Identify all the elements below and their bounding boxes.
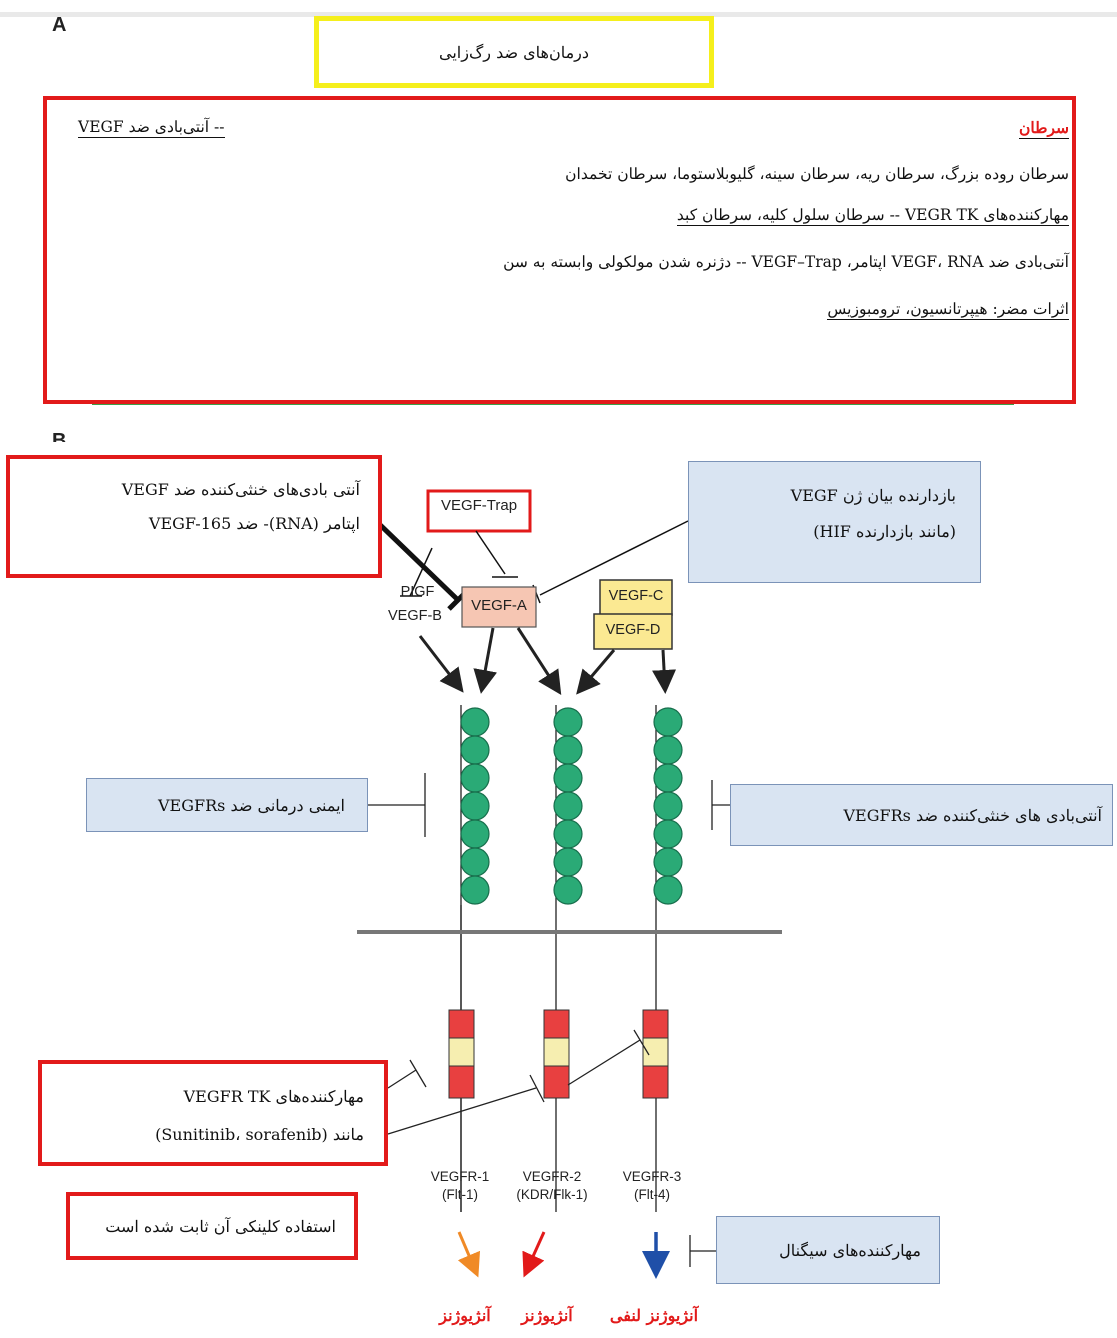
vegf-d-box <box>593 613 673 650</box>
ligand-arrows <box>418 627 677 696</box>
side-effects-line: اثرات مضر: هیپرتانسیون، ترومبوزیس <box>827 300 1069 320</box>
neutralizing-antibodies-text: آنتی‌بادی های خنثی‌کننده ضد VEGFRs <box>843 805 1102 825</box>
clinical-use-text: استفاده کلینکی آن ثابت شده است <box>105 1216 336 1236</box>
immunotherapy-box: ایمنی درمانی ضد VEGFRs <box>86 778 368 832</box>
pigf-label: PIGF <box>400 584 435 600</box>
gene-expression-box: بازدارنده بیان ژن VEGF (مانند بازدارنده … <box>688 461 981 583</box>
panel-a-letter: A <box>52 14 67 36</box>
antibodies-box: آنتی بادی‌های خنثی‌کننده ضد VEGF اپتامر … <box>6 455 382 578</box>
receptor-1-name: VEGFR-1 <box>430 1169 490 1184</box>
receptor-3-alias: (Flt-4) <box>634 1187 670 1202</box>
anti-vegf-note-text: -- آنتی‌بادی ضد VEGF <box>78 118 225 138</box>
receptor-label-2: VEGFR-2 (KDR/Flk-1) <box>502 1168 602 1204</box>
tk-line-1: مهارکننده‌های VEGFR TK <box>183 1087 364 1106</box>
vegf-b-label: VEGF-B <box>388 608 442 624</box>
gene-line-2: (مانند بازدارنده HIF) <box>813 522 956 541</box>
vegf-c-label: VEGF-C <box>608 588 664 604</box>
vegf-trap-box <box>426 489 532 533</box>
cancer-heading-text: سرطان <box>1019 118 1069 139</box>
antibodies-line-2: اپتامر (RNA)- ضد VEGF-165 <box>148 514 360 533</box>
panel-a-info-box <box>43 96 1076 404</box>
receptor-vegfr2 <box>543 705 583 1212</box>
panel-b-letter: B <box>52 430 67 442</box>
vegf-a-box <box>461 586 537 628</box>
tk-inhibition-lines <box>387 1029 650 1135</box>
vegf-d-label: VEGF-D <box>605 622 661 638</box>
gene-line-1: بازدارنده بیان ژن VEGF <box>790 486 956 505</box>
anti-vegf-note: -- آنتی‌بادی ضد VEGF <box>78 118 225 138</box>
clinical-use-box: استفاده کلینکی آن ثابت شده است <box>66 1192 358 1260</box>
panel-a-title: درمان‌های ضد رگ‌زایی <box>438 42 590 62</box>
receptor-vegfr1 <box>448 705 490 1212</box>
receptor-1-alias: (Flt-1) <box>442 1187 478 1202</box>
signal-inhibition <box>689 1235 716 1267</box>
side-effects-text: اثرات مضر: هیپرتانسیون، ترومبوزیس <box>827 300 1069 320</box>
vegf-c-box <box>599 579 673 616</box>
neutralizing-antibodies-box: آنتی‌بادی های خنثی‌کننده ضد VEGFRs <box>730 784 1113 846</box>
cancer-list-line: سرطان روده بزرگ، سرطان ریه، سرطان سینه، … <box>565 165 1069 183</box>
red-arrow <box>522 1231 546 1278</box>
signal-inhibitors-text: مهارکننده‌های سیگنال <box>779 1240 921 1260</box>
receptor-2-alias: (KDR/Flk-1) <box>516 1187 588 1202</box>
receptor-2-name: VEGFR-2 <box>522 1169 582 1184</box>
output-angiogenesis-1: آنژیوژنز <box>439 1306 491 1325</box>
vegf-trap-label: VEGF-Trap <box>440 497 518 514</box>
amd-line: آنتی‌بادی ضد VEGF، RNA اپتامر، VEGF–Trap… <box>503 253 1069 271</box>
antibodies-line-1: آنتی بادی‌های خنثی‌کننده ضد VEGF <box>121 480 360 499</box>
output-lymphangiogenesis: آنژیوژنز لنفی <box>609 1306 699 1325</box>
immunotherapy-inhibition <box>368 773 426 837</box>
neutralizing-ab-inhibition <box>711 780 730 830</box>
tk-inhibitor-line: مهارکننده‌های VEGR TK -- سرطان سلول کلیه… <box>676 206 1069 226</box>
orange-arrow <box>457 1231 481 1278</box>
cell-membrane <box>357 930 782 934</box>
receptor-label-1: VEGFR-1 (Flt-1) <box>420 1168 500 1204</box>
top-divider <box>0 12 1117 17</box>
receptor-vegfr3 <box>642 705 683 1212</box>
receptor-label-3: VEGFR-3 (Flt-4) <box>612 1168 692 1204</box>
output-angiogenesis-2: آنژیوژنز <box>521 1306 573 1325</box>
immunotherapy-text: ایمنی درمانی ضد VEGFRs <box>157 795 345 815</box>
tk-inhibitors-box: مهارکننده‌های VEGFR TK مانند (Sunitinib،… <box>38 1060 388 1166</box>
cancer-heading: سرطان <box>1019 118 1069 139</box>
tk-inhibitor-text: مهارکننده‌های VEGR TK -- سرطان سلول کلیه… <box>676 206 1069 226</box>
panel-a-title-box: درمان‌های ضد رگ‌زایی <box>314 16 714 88</box>
vegf-a-label: VEGF-A <box>471 597 527 614</box>
tk-line-2: مانند (Sunitinib، sorafenib) <box>155 1125 364 1144</box>
signal-inhibitors-box: مهارکننده‌های سیگنال <box>716 1216 940 1284</box>
receptor-3-name: VEGFR-3 <box>622 1169 682 1184</box>
